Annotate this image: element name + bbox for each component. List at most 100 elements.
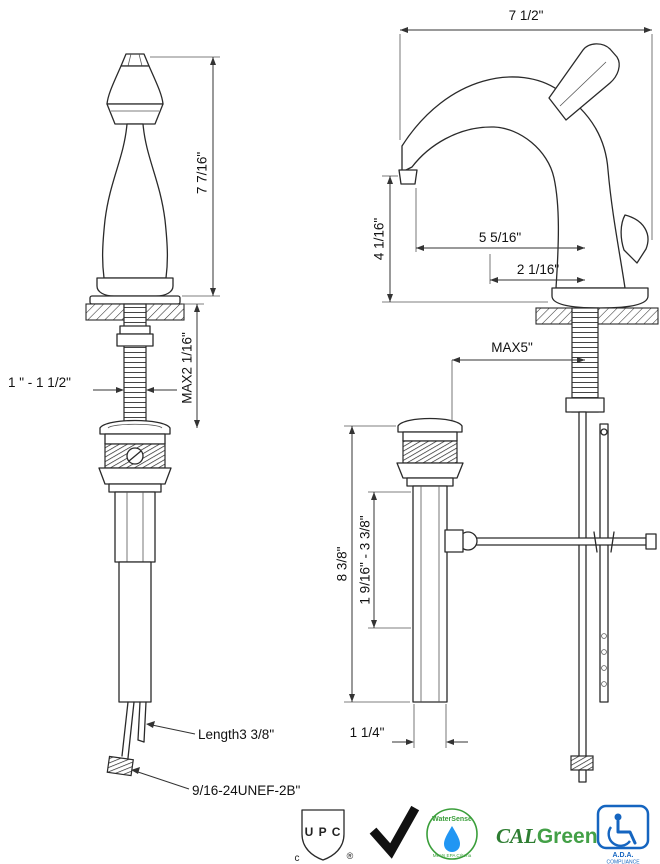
checkmark-icon xyxy=(369,805,420,859)
lift-rod-knob xyxy=(570,755,594,771)
drain-tailpiece xyxy=(118,561,152,703)
watersense-label: WaterSense xyxy=(432,816,472,823)
dim-label-supply-length: Length3 3/8" xyxy=(198,727,274,742)
checkmark-badge xyxy=(369,805,420,859)
drain-tube-side xyxy=(412,485,448,703)
lever-handle-line xyxy=(559,61,607,107)
dim-tailpiece-dia: 1 1/4" xyxy=(350,704,468,748)
supply-tube-right xyxy=(137,701,141,741)
pivot-tee xyxy=(444,529,464,553)
clevis-hole xyxy=(601,665,607,671)
handle-bell xyxy=(106,65,164,105)
supply-tube-end xyxy=(137,739,145,743)
dim-deck-thickness: MAX2 1/16" xyxy=(180,303,204,428)
certification-badges: U P C c ® WaterSense Meets EPA Criteria … xyxy=(295,804,650,864)
upc-letters: U P C xyxy=(305,825,342,839)
drain-washer-side xyxy=(406,477,454,487)
shank-nut-side xyxy=(565,397,605,413)
drain-body xyxy=(114,491,156,563)
spring-clip xyxy=(593,531,615,553)
deck-section-left-side xyxy=(535,307,573,325)
faucet-body-front xyxy=(101,123,169,279)
dim-handle-offset: 2 1/16" xyxy=(489,254,585,284)
drain-flange xyxy=(104,433,166,445)
handle-facet-line xyxy=(138,53,143,67)
drain-cap-side xyxy=(397,417,463,433)
handle-skirt xyxy=(106,103,164,125)
label-thread-spec: 9/16-24UNEF-2B" xyxy=(131,767,301,798)
drain-cap-line xyxy=(107,423,163,429)
dim-hole-size: 1 " - 1 1/2" xyxy=(8,375,177,393)
dim-faucet-height: 7 7/16" xyxy=(150,56,220,297)
calgreen-green: Green xyxy=(537,825,598,848)
dim-label-overall-width: 7 1/2" xyxy=(509,8,544,23)
drain-washer xyxy=(108,483,162,493)
drain-locknut xyxy=(98,467,172,485)
upc-registered-mark: ® xyxy=(347,851,354,861)
dim-label-tailpiece-dia: 1 1/4" xyxy=(350,725,385,740)
dim-label-spout-height: 4 1/16" xyxy=(372,218,387,261)
drain-cap xyxy=(99,419,171,435)
lift-rod xyxy=(578,411,587,765)
deck-section-right-side xyxy=(597,307,659,325)
wheelchair-icon xyxy=(607,826,631,847)
ada-frame xyxy=(596,804,650,850)
supply-tube-left xyxy=(121,701,129,757)
drain-screw-slot xyxy=(128,450,142,462)
clevis-screw xyxy=(600,428,608,436)
clevis-hole xyxy=(601,633,607,639)
pivot-rod xyxy=(459,537,653,546)
dim-spout-height: 4 1/16" xyxy=(372,175,548,303)
dim-label-handle-offset: 2 1/16" xyxy=(517,262,560,277)
clevis-strap xyxy=(599,423,609,703)
base-plinth xyxy=(89,295,181,305)
dim-max-distance: MAX5" xyxy=(451,340,585,420)
dim-label-drain-length: 8 3/8" xyxy=(335,546,350,581)
side-view xyxy=(396,43,659,783)
supply-tube-right xyxy=(143,701,147,743)
deck-section-right xyxy=(145,303,185,321)
dim-label-hole-size: 1 " - 1 1/2" xyxy=(8,375,71,390)
upc-c-mark: c xyxy=(295,853,300,864)
base-side xyxy=(551,287,649,309)
dim-label-max-distance: MAX5" xyxy=(491,340,533,355)
spout-aerator xyxy=(398,169,418,185)
upc-shield xyxy=(301,809,345,861)
drain-knurl-side xyxy=(402,440,458,464)
base-ring xyxy=(96,277,174,297)
watersense-sublabel: Meets EPA Criteria xyxy=(433,853,472,858)
watersense-badge: WaterSense Meets EPA Criteria xyxy=(426,808,478,860)
front-view xyxy=(85,53,185,777)
dim-drain-length: 8 3/8" xyxy=(335,425,410,703)
water-drop-icon xyxy=(444,826,460,852)
calgreen-label: CALGreen xyxy=(496,824,598,848)
dim-label-faucet-height: 7 7/16" xyxy=(195,152,210,195)
upc-badge: U P C c ® xyxy=(295,809,354,864)
dim-label-deck-thickness: MAX2 1/16" xyxy=(180,332,195,404)
wheelchair-icon xyxy=(616,819,637,845)
clevis-hole xyxy=(601,649,607,655)
ada-line1: A.D.A. xyxy=(613,852,634,859)
label-supply-length: Length3 3/8" xyxy=(146,721,274,742)
supply-nut xyxy=(106,755,134,777)
lever-handle xyxy=(548,43,620,121)
threaded-shank xyxy=(123,303,147,423)
ada-badge: A.D.A. COMPLIANCE xyxy=(596,804,650,864)
dim-label-spout-reach: 5 5/16" xyxy=(479,230,522,245)
spout-body-outline xyxy=(401,76,626,289)
calgreen-badge: CALGreen xyxy=(496,824,598,848)
drain-flange-side xyxy=(402,431,458,442)
ada-line2: COMPLIANCE xyxy=(606,860,640,864)
deck-section-left xyxy=(85,303,125,321)
side-lever xyxy=(620,214,649,264)
dim-overall-width: 7 1/2" xyxy=(399,8,653,240)
dim-spout-reach: 5 5/16" xyxy=(415,188,585,252)
dim-label-drain-range: 1 9/16" - 3 3/8" xyxy=(358,515,373,604)
dim-drain-range: 1 9/16" - 3 3/8" xyxy=(358,491,411,629)
handle-finial xyxy=(120,53,150,67)
lift-rod-tip xyxy=(578,769,587,783)
calgreen-cal: CAL xyxy=(496,824,537,848)
dim-label-thread-spec: 9/16-24UNEF-2B" xyxy=(192,783,301,798)
